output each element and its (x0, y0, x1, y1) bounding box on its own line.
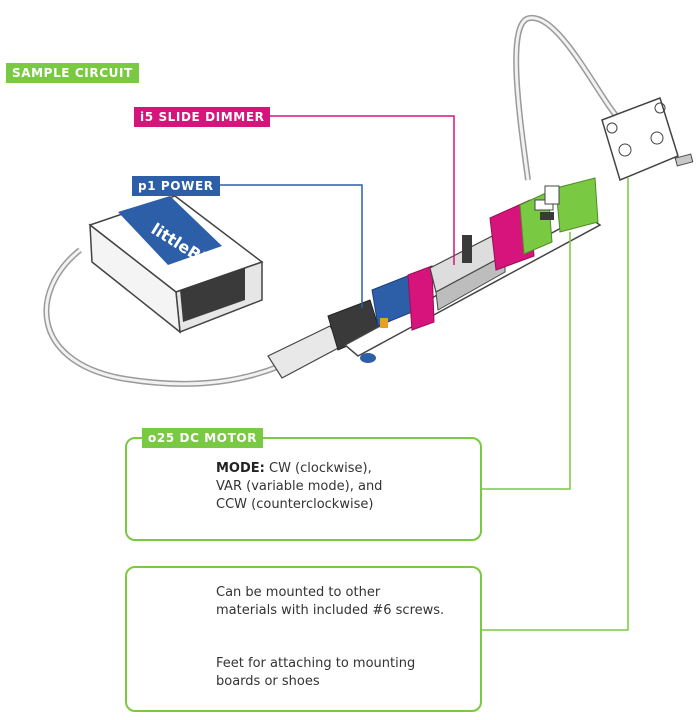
slide-dimmer-leader (265, 115, 455, 265)
battery: littleBits (88, 195, 264, 334)
screw-description: Can be mounted to other materials with i… (216, 584, 444, 620)
power-bit (360, 274, 413, 363)
motor-leader (480, 232, 571, 490)
slide-dimmer-label: i5 SLIDE DIMMER (134, 107, 271, 127)
mode-line-1: CW (clockwise), (264, 461, 372, 476)
mode-description: MODE: CW (clockwise), VAR (variable mode… (216, 460, 382, 514)
dc-motor (601, 97, 694, 182)
mode-label: MODE: (216, 461, 265, 476)
feet-description: Feet for attaching to mounting boards or… (216, 655, 415, 691)
dc-motor-label: o25 DC MOTOR (142, 428, 264, 448)
mode-line-2: VAR (variable mode), and (216, 479, 383, 494)
screw-line-1: Can be mounted to other (216, 585, 381, 600)
sample-circuit-label: SAMPLE CIRCUIT (6, 63, 139, 83)
motor-mode-box (125, 437, 482, 541)
power-leader (220, 184, 363, 308)
power-label: p1 POWER (132, 176, 220, 196)
screw-line-2: materials with included #6 screws. (216, 603, 445, 618)
mount-leader (482, 178, 629, 631)
feet-line-1: Feet for attaching to mounting (216, 656, 416, 671)
feet-line-2: boards or shoes (216, 674, 320, 689)
dc-motor-bit (519, 177, 599, 255)
mode-line-3: CCW (counterclockwise) (216, 497, 374, 512)
mounting-box (125, 566, 482, 712)
slide-dimmer-bit (407, 199, 535, 331)
